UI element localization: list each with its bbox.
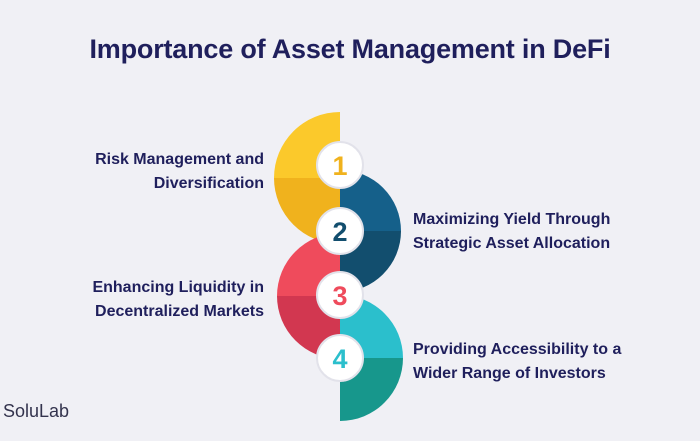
- step-4-number: 4: [332, 344, 347, 374]
- step-3-number: 3: [332, 281, 347, 311]
- page-title: Importance of Asset Management in DeFi: [89, 34, 611, 64]
- step-2-label: Maximizing Yield Through Strategic Asset…: [413, 211, 611, 252]
- step-1-number: 1: [332, 151, 347, 181]
- step-4-label: Providing Accessibility to a Wider Range…: [413, 341, 622, 382]
- step-1-label: Risk Management and Diversification: [95, 151, 264, 192]
- step-3-label: Enhancing Liquidity in Decentralized Mar…: [92, 279, 264, 320]
- step-2-number: 2: [332, 217, 347, 247]
- step-3-badge: 3: [316, 271, 364, 319]
- step-4-badge: 4: [316, 334, 364, 382]
- step-1-badge: 1: [316, 141, 364, 189]
- brand-logo: SoluLab: [3, 401, 70, 421]
- step-2-badge: 2: [316, 207, 364, 255]
